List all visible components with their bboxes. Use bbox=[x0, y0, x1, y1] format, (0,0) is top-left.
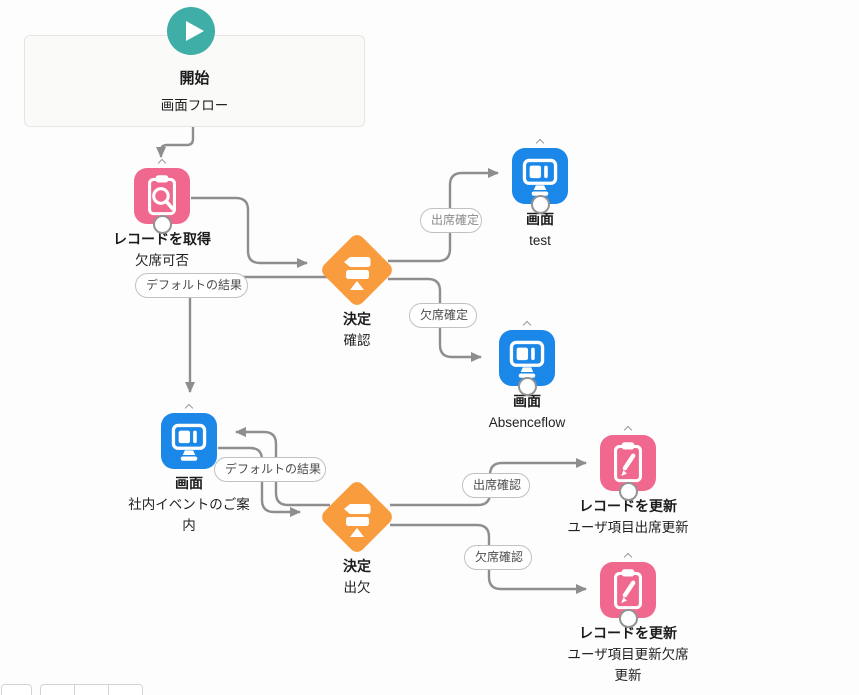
outcome-pill-default-1[interactable]: デフォルトの結果 bbox=[135, 273, 248, 298]
connector-port[interactable] bbox=[531, 195, 550, 214]
screen-icon[interactable] bbox=[161, 413, 217, 469]
clipboard-search-icon[interactable] bbox=[134, 168, 190, 224]
toolbar-segment-2[interactable] bbox=[75, 685, 109, 695]
node-type-label: 決定 bbox=[343, 311, 371, 327]
outcome-pill-absent-check[interactable]: 欠席確認 bbox=[464, 545, 532, 570]
outcome-pill-default-2[interactable]: デフォルトの結果 bbox=[214, 457, 326, 482]
signpost-icon bbox=[344, 504, 371, 537]
node-name-label: ユーザ項目出席更新 bbox=[567, 520, 689, 535]
flow-node-decision-shukketsu[interactable]: 決定 出欠 bbox=[318, 478, 396, 595]
outcome-pill-attend-check[interactable]: 出席確認 bbox=[462, 473, 530, 498]
node-type-label: 画面 bbox=[175, 475, 203, 491]
flow-node-screen-absenceflow[interactable]: 画面 Absenceflow bbox=[489, 320, 565, 430]
outcome-pill-absent-confirmed[interactable]: 欠席確定 bbox=[409, 303, 477, 328]
screen-icon[interactable] bbox=[499, 330, 555, 386]
node-type-label: 画面 bbox=[526, 211, 554, 227]
screen-icon[interactable] bbox=[512, 148, 568, 204]
flow-node-update-absent[interactable]: レコードを更新 ユーザ項目更新欠席更新 bbox=[567, 552, 689, 683]
start-flow-type: 画面フロー bbox=[160, 98, 229, 113]
flow-node-get-records[interactable]: レコードを取得 欠席可否 bbox=[113, 158, 211, 268]
signpost-icon bbox=[344, 257, 371, 290]
node-type-label: 決定 bbox=[343, 558, 371, 574]
node-type-label: レコードを取得 bbox=[113, 231, 211, 247]
canvas-zoom-toolbar[interactable] bbox=[40, 684, 143, 695]
flow-node-decision-kakunin[interactable]: 決定 確認 bbox=[318, 231, 396, 348]
connector-port[interactable] bbox=[619, 482, 638, 501]
node-name-label: 確認 bbox=[343, 333, 371, 348]
node-name-label: Absenceflow bbox=[488, 415, 566, 430]
connector-port[interactable] bbox=[619, 609, 638, 628]
flow-node-update-attend[interactable]: レコードを更新 ユーザ項目出席更新 bbox=[567, 425, 689, 535]
canvas-corner-button[interactable] bbox=[1, 684, 32, 695]
outcome-pill-attend-confirmed[interactable]: 出席確定 bbox=[420, 208, 482, 233]
flow-node-screen-test[interactable]: 画面 test bbox=[512, 138, 568, 248]
node-type-label: 画面 bbox=[513, 393, 541, 409]
node-name-label: ユーザ項目更新欠席更新 bbox=[567, 647, 689, 683]
toolbar-segment-1[interactable] bbox=[41, 685, 75, 695]
node-type-label: レコードを更新 bbox=[579, 625, 677, 641]
start-title: 開始 bbox=[179, 70, 210, 87]
node-type-label: レコードを更新 bbox=[579, 498, 677, 514]
clipboard-pencil-icon[interactable] bbox=[600, 562, 656, 618]
connector-port[interactable] bbox=[518, 377, 537, 396]
node-name-label: 社内イベントのご案内 bbox=[128, 497, 250, 533]
node-name-label: test bbox=[529, 233, 551, 248]
connector-port[interactable] bbox=[153, 215, 172, 234]
toolbar-segment-3[interactable] bbox=[109, 685, 142, 695]
play-icon[interactable] bbox=[167, 7, 215, 55]
node-name-label: 欠席可否 bbox=[135, 253, 189, 268]
clipboard-pencil-icon[interactable] bbox=[600, 435, 656, 491]
flow-node-screen-event[interactable]: 画面 社内イベントのご案内 bbox=[128, 403, 250, 533]
node-name-label: 出欠 bbox=[343, 580, 371, 595]
